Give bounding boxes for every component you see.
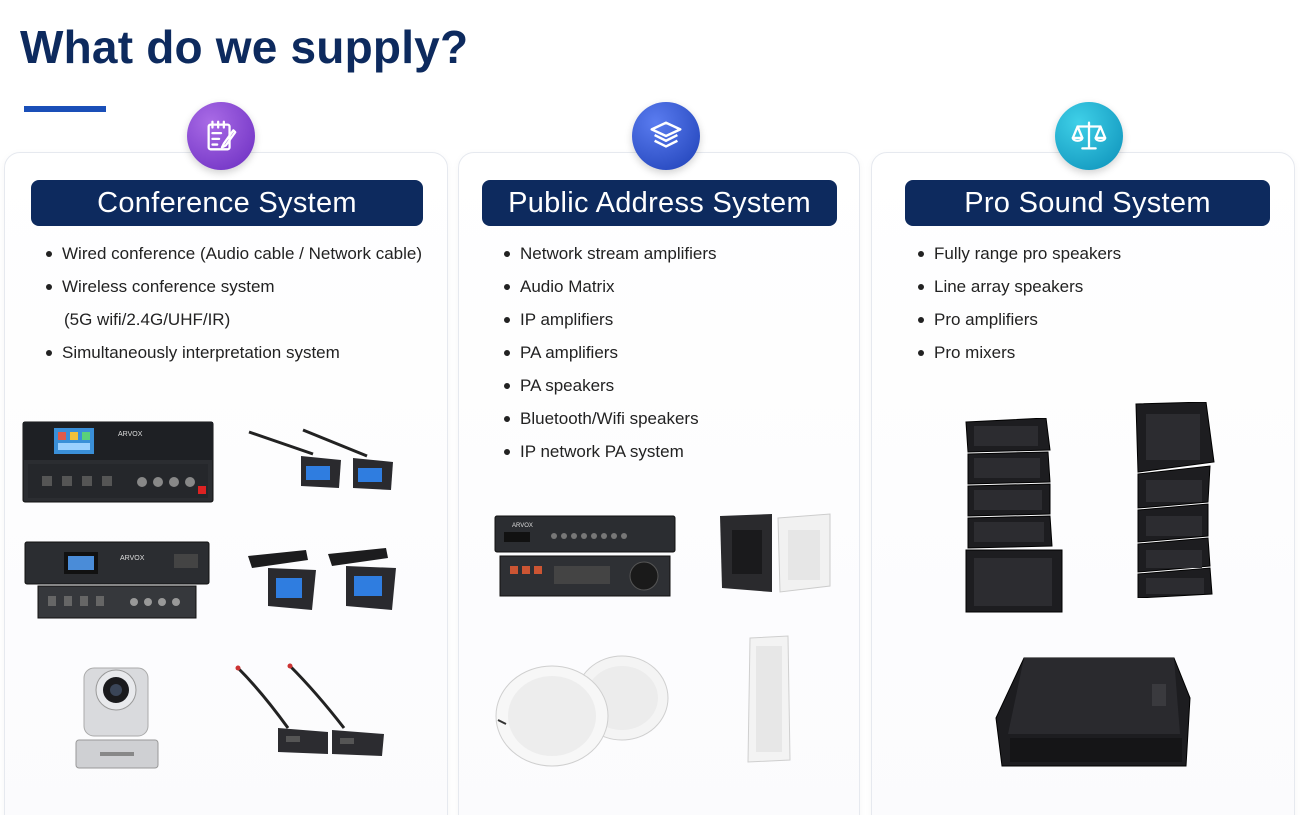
svg-text:ARVOX: ARVOX — [120, 555, 145, 562]
list-item: Simultaneously interpretation system — [46, 336, 422, 369]
ptz-camera-image — [70, 658, 164, 772]
scale-icon — [1055, 102, 1123, 170]
svg-text:ARVOX: ARVOX — [512, 523, 533, 529]
column-speaker-image — [744, 634, 794, 764]
stage-monitor-image — [994, 654, 1192, 770]
list-item: IP amplifiers — [504, 303, 717, 336]
list-item-sub: (5G wifi/2.4G/UHF/IR) — [64, 310, 231, 329]
wireless-delegate-units-image — [243, 428, 395, 494]
list-item: Wireless conference system(5G wifi/2.4G/… — [46, 270, 422, 336]
desktop-wireless-mics-image — [244, 546, 402, 614]
list-item: Pro mixers — [918, 336, 1121, 369]
card-title-conference: Conference System — [31, 180, 423, 226]
list-item: Line array speakers — [918, 270, 1121, 303]
rack-processor-image: ARVOX — [24, 540, 210, 622]
wall-speakers-image — [716, 512, 834, 594]
page-title: What do we supply? — [20, 21, 469, 73]
list-item: Network stream amplifiers — [504, 237, 717, 270]
list-item: Fully range pro speakers — [918, 237, 1121, 270]
card-title-pro-sound: Pro Sound System — [905, 180, 1270, 226]
notepad-pen-icon — [187, 102, 255, 170]
list-item: IP network PA system — [504, 435, 717, 468]
conference-controller-image: ARVOX — [22, 420, 214, 504]
pa-feature-list: Network stream amplifiers Audio Matrix I… — [504, 237, 717, 468]
svg-text:ARVOX: ARVOX — [118, 431, 143, 438]
ceiling-speakers-image — [492, 650, 676, 768]
list-item: PA speakers — [504, 369, 717, 402]
conference-feature-list: Wired conference (Audio cable / Network … — [46, 237, 422, 369]
gooseneck-delegate-units-image — [232, 662, 390, 758]
list-item: Wired conference (Audio cable / Network … — [46, 237, 422, 270]
line-array-with-sub-image — [964, 418, 1064, 614]
list-item: Pro amplifiers — [918, 303, 1121, 336]
pa-amplifiers-image: ARVOX — [494, 514, 676, 600]
list-item: Bluetooth/Wifi speakers — [504, 402, 717, 435]
list-item: PA amplifiers — [504, 336, 717, 369]
card-title-public-address: Public Address System — [482, 180, 837, 226]
line-array-hanging-image — [1134, 402, 1218, 598]
title-underline — [24, 106, 106, 112]
list-item: Audio Matrix — [504, 270, 717, 303]
layers-icon — [632, 102, 700, 170]
pro-sound-feature-list: Fully range pro speakers Line array spea… — [918, 237, 1121, 369]
